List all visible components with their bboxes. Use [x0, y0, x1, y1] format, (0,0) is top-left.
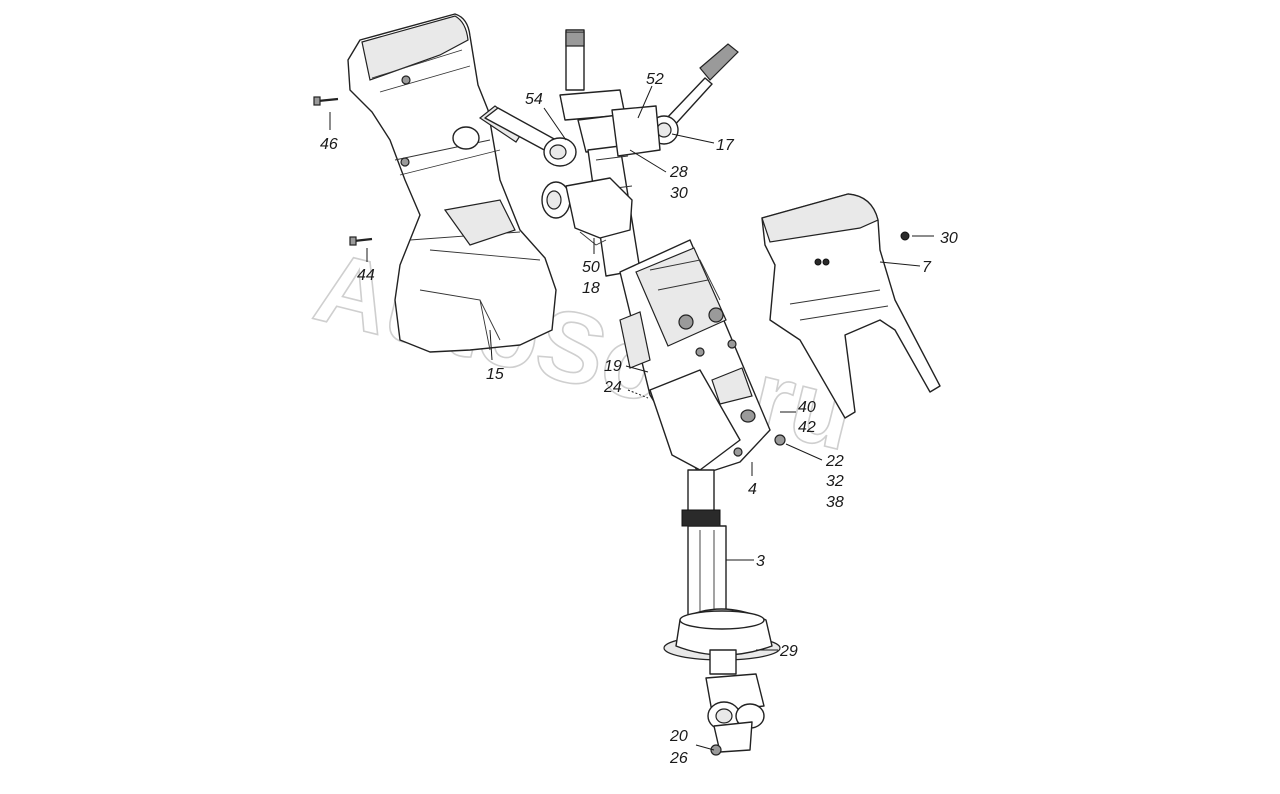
callout-54: 54	[525, 91, 543, 108]
floor-seal-part-29	[663, 608, 781, 675]
universal-joint-part-20	[705, 673, 765, 756]
callout-30-upper: 30	[670, 185, 688, 202]
screw-46	[313, 96, 339, 106]
callout-22: 22	[825, 453, 844, 470]
callout-17: 17	[716, 137, 735, 154]
callout-42: 42	[798, 419, 816, 436]
callout-29: 29	[779, 643, 798, 660]
screw-44	[349, 236, 373, 246]
callout-20: 20	[669, 728, 688, 745]
callout-26: 26	[669, 750, 688, 767]
callout-46: 46	[320, 136, 338, 153]
steering-shaft-part-3	[681, 469, 727, 617]
callout-32: 32	[826, 473, 844, 490]
callout-44: 44	[357, 267, 375, 284]
lower-shroud-part-7	[761, 193, 941, 419]
upper-shroud-part-15	[347, 13, 557, 353]
callout-3: 3	[756, 553, 765, 570]
callout-28: 28	[669, 164, 688, 181]
callout-7: 7	[922, 259, 932, 276]
callout-52: 52	[646, 71, 664, 88]
callout-4: 4	[748, 481, 757, 498]
callouts: 46 44 15 54 52 17 28 30 50 18 30 7 19 24…	[320, 71, 958, 767]
callout-50: 50	[582, 259, 600, 276]
nut-30	[900, 231, 910, 241]
leader-lines	[329, 85, 934, 751]
callout-38: 38	[826, 494, 844, 511]
callout-30-right: 30	[940, 230, 958, 247]
callout-24: 24	[603, 379, 622, 396]
column-housing-part-4	[619, 239, 786, 476]
callout-40: 40	[798, 399, 816, 416]
callout-18: 18	[582, 280, 600, 297]
left-stalk-switch-part-54	[484, 107, 577, 167]
callout-15: 15	[486, 366, 504, 383]
right-stalk-switch-part-17	[611, 43, 739, 157]
callout-19: 19	[604, 358, 622, 375]
bracket-part-50	[541, 177, 633, 246]
